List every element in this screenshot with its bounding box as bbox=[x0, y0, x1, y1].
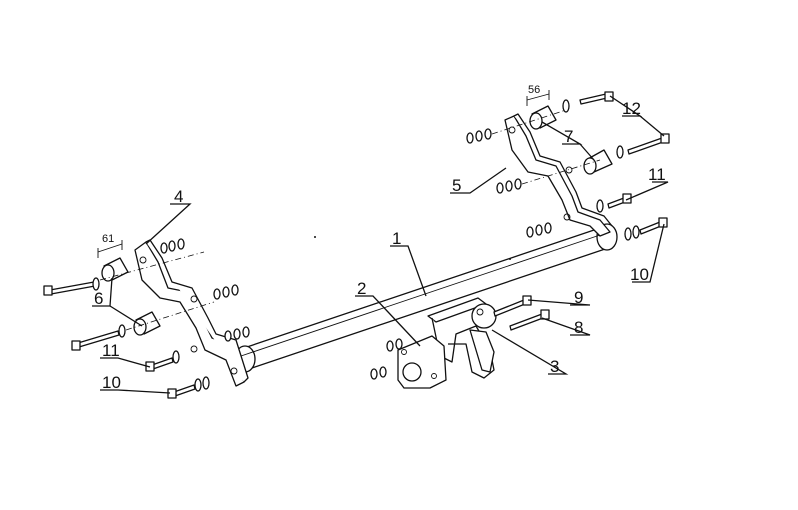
part-labels: 1 2 3 4 5 6 7 8 9 10 10 11 11 12 bbox=[94, 99, 666, 392]
bolt-left-1 bbox=[43, 281, 96, 296]
bolt-left-4 bbox=[167, 384, 196, 399]
label-part-10-right: 10 bbox=[630, 265, 649, 284]
bolt-left-2 bbox=[71, 330, 120, 351]
label-part-4: 4 bbox=[174, 187, 183, 206]
dimension-left: 61 bbox=[97, 233, 123, 258]
tow-ball-mount bbox=[397, 297, 497, 389]
label-part-5: 5 bbox=[452, 176, 461, 195]
label-part-6: 6 bbox=[94, 289, 103, 308]
bolt-right-3 bbox=[607, 193, 632, 209]
label-part-11-right: 11 bbox=[648, 165, 666, 184]
leader-lines bbox=[92, 95, 669, 394]
label-part-11-left: 11 bbox=[102, 341, 120, 360]
label-part-9: 9 bbox=[574, 288, 583, 307]
label-part-12: 12 bbox=[622, 99, 641, 118]
dot-mark bbox=[314, 236, 316, 238]
spacer-right-lower bbox=[583, 149, 613, 175]
bolt-center-2 bbox=[509, 309, 550, 331]
bolt-right-2 bbox=[627, 133, 670, 155]
washers-nuts bbox=[92, 99, 640, 392]
dot-mark bbox=[509, 258, 511, 260]
label-part-10-left: 10 bbox=[102, 373, 121, 392]
label-part-2: 2 bbox=[357, 279, 366, 298]
right-bracket bbox=[504, 113, 613, 237]
bolt-center-1 bbox=[493, 295, 532, 317]
dimension-left-value: 61 bbox=[102, 233, 114, 245]
spacer-left-upper bbox=[101, 257, 129, 282]
left-bracket bbox=[134, 239, 249, 387]
dimension-right-value: 56 bbox=[528, 84, 540, 96]
label-part-7: 7 bbox=[564, 127, 573, 146]
label-part-3: 3 bbox=[550, 357, 559, 376]
label-part-8: 8 bbox=[574, 318, 583, 337]
label-part-1: 1 bbox=[392, 229, 401, 248]
dimension-right: 56 bbox=[526, 84, 550, 106]
bolt-left-3 bbox=[145, 357, 174, 372]
bolt-right-1 bbox=[579, 91, 614, 105]
